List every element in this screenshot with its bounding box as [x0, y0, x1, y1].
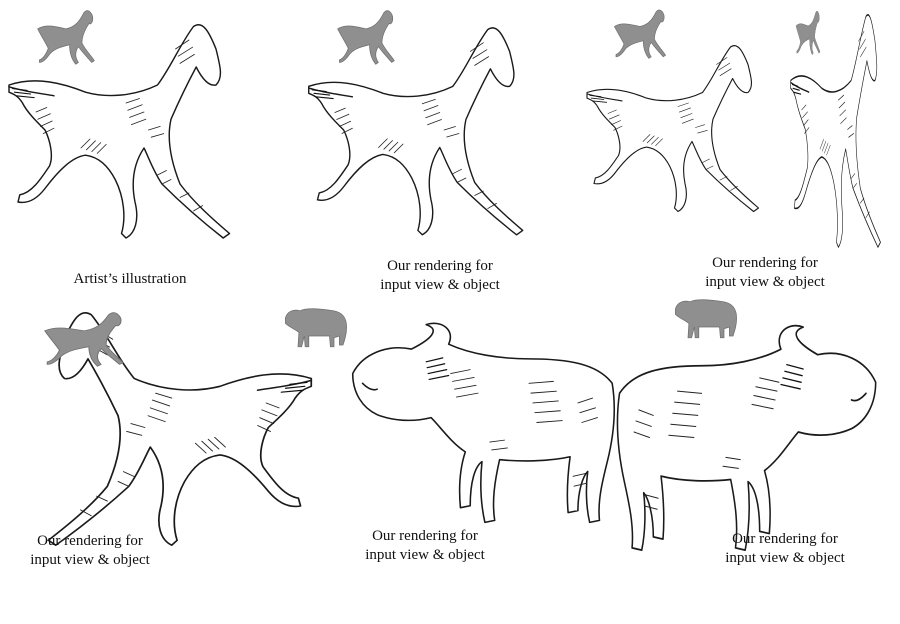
panel-rendering-horse-2: Our rendering for input view & object [575, 0, 900, 300]
caption-line1: Our rendering for [712, 255, 818, 271]
caption-line2: input view & object [30, 552, 150, 568]
caption-line1: Our rendering for [732, 531, 838, 547]
caption: Our rendering for input view & object [700, 530, 870, 568]
horse-3d-thumbnail [35, 306, 133, 368]
caption-line1: Our rendering for [372, 528, 478, 544]
caption: Our rendering for input view & object [340, 257, 540, 295]
panel-artist-illustration: Artist’s illustration [0, 0, 300, 300]
cow-3d-thumbnail [280, 299, 352, 355]
horse-3d-thumbnail-a [605, 4, 675, 60]
horse-3d-thumbnail-b [793, 6, 823, 56]
panel-rendering-cow-2: Our rendering for input view & object [600, 290, 900, 610]
caption-line2: input view & object [365, 547, 485, 563]
caption-line1: Artist’s illustration [73, 271, 187, 287]
caption-line1: Our rendering for [387, 258, 493, 274]
caption: Our rendering for input view & object [665, 254, 865, 292]
panel-rendering-cow-1: Our rendering for input view & object [280, 295, 610, 615]
panel-rendering-horse-1: Our rendering for input view & object [300, 0, 580, 300]
panel-rendering-horse-3: Our rendering for input view & object [0, 300, 330, 620]
cow-3d-thumbnail [670, 290, 742, 346]
caption-line2: input view & object [725, 550, 845, 566]
caption: Our rendering for input view & object [340, 527, 510, 565]
cow-sketch-rendering [315, 305, 645, 540]
caption-line2: input view & object [705, 274, 825, 290]
horse-3d-thumbnail [30, 4, 102, 66]
caption-line1: Our rendering for [37, 533, 143, 549]
caption-line2: input view & object [380, 277, 500, 293]
caption: Our rendering for input view & object [0, 532, 180, 570]
caption: Artist’s illustration [0, 270, 260, 289]
horse-3d-thumbnail [330, 4, 402, 66]
